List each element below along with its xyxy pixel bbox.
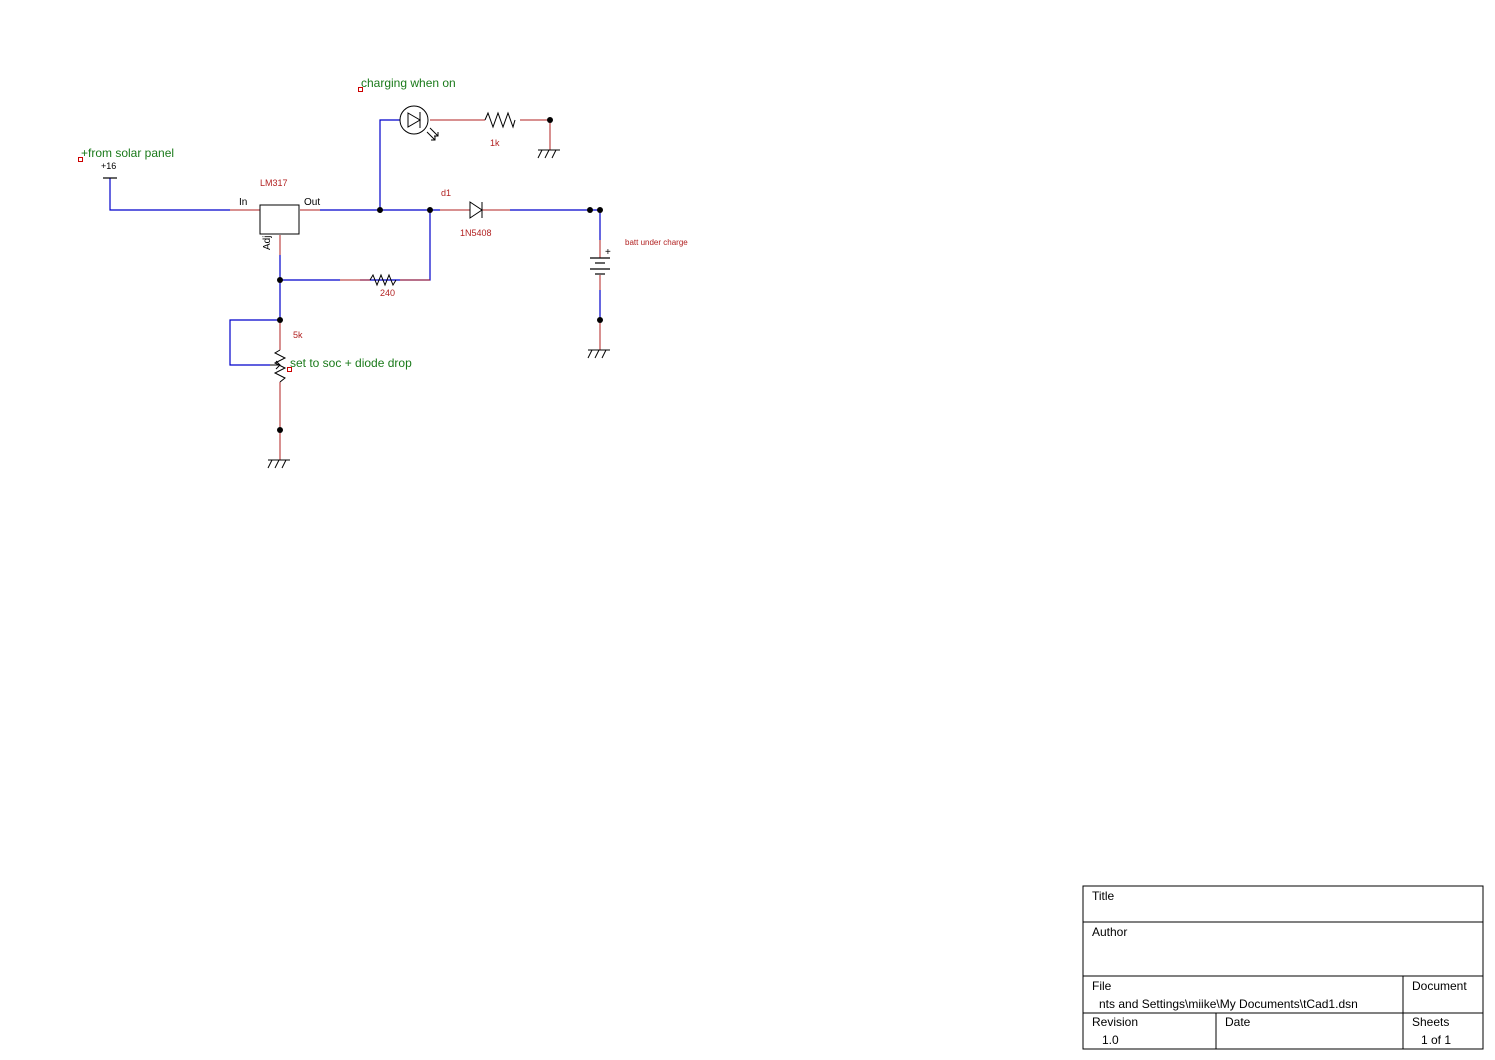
title-block-document-label: Document [1412,979,1467,993]
resistors [270,111,516,383]
ground-icon [587,349,610,359]
regulator-pin-in: In [239,197,248,208]
potentiometer-5k [273,349,287,383]
note-charging: charging when on [361,76,456,90]
led-resistor-label: 1k [490,138,500,148]
wires [109,119,601,366]
note-marker [287,367,292,372]
potentiometer-wiper [270,360,281,370]
resistor-1k [484,111,516,129]
battery-label: batt under charge [625,238,688,247]
ground-icon [537,149,560,159]
supply-label: +16 [101,161,117,171]
title-block-frame [1082,885,1484,1050]
note-marker [78,157,83,162]
note-solar-panel: +from solar panel [81,146,175,160]
title-block-title-label: Title [1092,889,1115,903]
title-block-file-label: File [1092,979,1112,993]
led-symbol [399,105,439,141]
regulator-pin-out: Out [304,197,321,208]
title-block-file-value: nts and Settings\miike\My Documents\tCad… [1099,997,1358,1011]
diode-symbol [469,201,483,219]
ground-icon [267,459,290,469]
title-block-sheets-label: Sheets [1412,1015,1450,1029]
title-block-revision-label: Revision [1092,1015,1139,1029]
component-leads [230,119,601,460]
adj-resistor-label: 240 [380,288,396,298]
regulator-label: LM317 [260,178,288,188]
pot-label: 5k [293,330,303,340]
ground-symbols [267,149,610,469]
battery-symbol [590,257,610,275]
title-block-sheets-value: 1 of 1 [1421,1033,1452,1047]
regulator-pin-adj: Adj [262,235,273,250]
resistor-240 [369,273,397,287]
title-block-date-label: Date [1225,1015,1251,1029]
diode-value-label: 1N5408 [460,228,492,238]
note-setpoint: set to soc + diode drop [290,356,412,370]
junctions [277,117,603,433]
note-marker [358,87,363,92]
title-block-author-label: Author [1092,925,1128,939]
battery-plus-label: + [605,247,611,258]
title-block-revision-value: 1.0 [1102,1033,1119,1047]
diode-ref-label: d1 [441,188,452,198]
regulator-body [259,204,300,235]
